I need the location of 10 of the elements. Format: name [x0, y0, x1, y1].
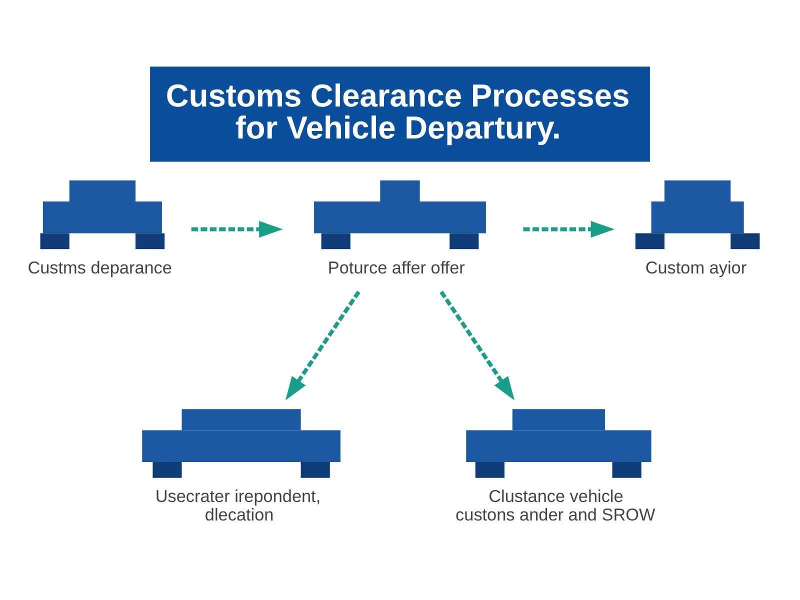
- arrow: [440, 290, 515, 400]
- node-label: Poturce affer offer: [328, 257, 465, 278]
- node-label: Clustance vehicle custons ander and SROW: [456, 486, 656, 525]
- node-label: Custms deparance: [28, 257, 172, 278]
- arrow: [285, 290, 360, 400]
- diagram-title: Customs Clearance Processes for Vehicle Departury.: [166, 78, 630, 146]
- arrow: [191, 220, 283, 238]
- arrow: [523, 220, 615, 238]
- node-label: Custom ayior: [645, 257, 747, 278]
- node-label: Usecrater irepondent, dlecation: [155, 486, 321, 525]
